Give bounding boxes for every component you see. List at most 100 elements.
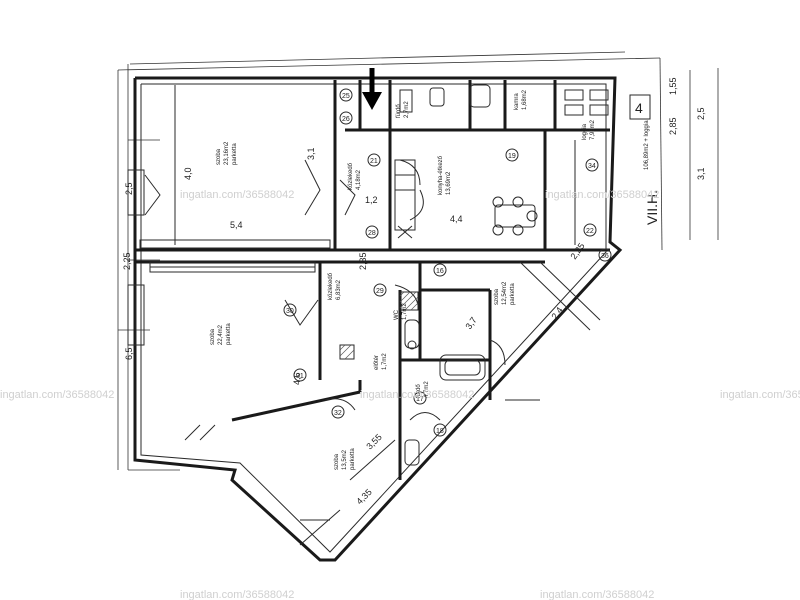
dimension-label: 4,6 <box>292 372 302 385</box>
marker: 25 <box>339 88 353 102</box>
room-area-r10: 1,7m2 <box>382 353 388 370</box>
room-label-r9: WC <box>394 309 400 320</box>
dimension-label: 3,1 <box>306 147 316 160</box>
outer-walls <box>133 76 623 562</box>
room-floor-r11: parketta <box>510 283 516 305</box>
apartment-number-box <box>629 94 651 120</box>
dimension-label: 6,5 <box>124 347 134 360</box>
room-floor-r13: parketta <box>350 448 356 470</box>
outer-dimension-lines <box>117 51 719 471</box>
marker: 34 <box>585 158 599 172</box>
marker-circles: 25 26 21 19 34 28 22 16 36 29 30 31 17 3… <box>283 88 612 437</box>
room-floor-r7: parketta <box>226 323 232 345</box>
watermark: ingatlan.com/36588042 <box>180 589 294 600</box>
apartment-number: 4 <box>635 100 643 116</box>
room-labels: szoba 23,16m2 parketta közlekedő 4,18m2 … <box>210 89 596 470</box>
windows <box>127 85 331 346</box>
dimension-label: 3,1 <box>696 167 706 180</box>
room-label-r3: fürdő <box>396 104 402 118</box>
floor-label: VII.H. <box>644 190 660 225</box>
svg-text:34: 34 <box>588 163 596 170</box>
room-area-r8: 6,83m2 <box>336 279 342 300</box>
marker: 19 <box>505 148 519 162</box>
dimension-label: 1,55 <box>668 77 678 95</box>
room-area-r6: 7,95m2 <box>590 119 596 140</box>
dimension-label: 5,4 <box>230 220 243 230</box>
hatched-shafts <box>339 291 419 360</box>
room-label-r4: kamra <box>514 93 520 110</box>
room-floor-r1: parketta <box>232 143 238 165</box>
room-label-r11: szoba <box>494 288 500 305</box>
room-label-r6: loggia <box>582 123 588 140</box>
dining-table <box>394 159 538 239</box>
room-area-r5: 13,69m2 <box>446 171 452 195</box>
room-label-r1: szoba <box>216 148 222 165</box>
dimension-label: 4,4 <box>450 214 463 224</box>
dimension-label: 2,35 <box>358 252 368 270</box>
room-label-r7: szoba <box>210 328 216 345</box>
door-swings <box>144 159 506 421</box>
marker: 26 <box>339 111 353 125</box>
svg-text:21: 21 <box>370 158 378 165</box>
marker: 29 <box>373 283 387 297</box>
marker: 36 <box>598 248 612 262</box>
watermark: ingatlan.com/36588042 <box>0 389 114 401</box>
marker: 28 <box>365 225 379 239</box>
svg-text:32: 32 <box>334 410 342 417</box>
marker: 22 <box>583 223 597 237</box>
dimension-label: 2,5 <box>696 107 706 120</box>
marker: 21 <box>367 153 381 167</box>
watermark: ingatlan.com/36588042 <box>360 389 474 401</box>
dimension-label: 4,0 <box>183 167 193 180</box>
marker: 16 <box>433 263 447 277</box>
room-label-r2: közlekedő <box>348 162 354 190</box>
dimension-label: 4,35 <box>354 487 373 506</box>
marker: 30 <box>283 303 297 317</box>
watermark: ingatlan.com/36588042 <box>180 189 294 201</box>
marker: 32 <box>331 405 345 419</box>
entrance-arrow <box>362 68 382 110</box>
room-area-r3: 2,7m2 <box>404 101 410 118</box>
room-area-r12: 4,7m2 <box>424 381 430 398</box>
svg-text:18: 18 <box>436 428 444 435</box>
svg-text:36: 36 <box>601 253 609 260</box>
svg-text:29: 29 <box>376 288 384 295</box>
room-label-r12: fürdő <box>416 384 422 398</box>
marker: 18 <box>433 423 447 437</box>
dimension-label: 2,25 <box>122 252 132 270</box>
svg-text:17: 17 <box>416 396 424 403</box>
room-label-r10: előtér <box>374 355 380 370</box>
watermark: ingatlan.com/36588042 <box>545 189 659 201</box>
svg-text:25: 25 <box>342 93 350 100</box>
balcony-note: 106,89m2 + loggia <box>644 120 650 170</box>
watermark: ingatlan.com/36588042 <box>720 389 800 401</box>
room-label-r13: szoba <box>334 453 340 470</box>
room-area-r4: 1,68m2 <box>522 89 528 110</box>
room-label-r5: konyha-étkező <box>438 155 444 195</box>
room-area-r13: 13,5m2 <box>342 449 348 470</box>
dimension-label: 1,2 <box>365 195 378 205</box>
room-area-r11: 12,54m2 <box>502 281 508 305</box>
bathroom-fixtures <box>399 84 491 466</box>
svg-text:19: 19 <box>508 153 516 160</box>
dimension-label: 3,55 <box>364 432 383 451</box>
room-area-r2: 4,18m2 <box>356 169 362 190</box>
dimension-label: 2,5 <box>124 182 134 195</box>
room-area-r1: 23,16m2 <box>224 141 230 165</box>
svg-text:22: 22 <box>586 228 594 235</box>
dimension-label: 2,4 <box>549 305 564 321</box>
room-label-r8: közlekedő <box>328 272 334 300</box>
dimension-label: 2,85 <box>668 117 678 135</box>
diagonal-walls <box>184 261 601 546</box>
svg-text:28: 28 <box>368 230 376 237</box>
watermark: ingatlan.com/36588042 <box>540 589 654 600</box>
marker: 17 <box>413 391 427 405</box>
watermarks: ingatlan.com/36588042 ingatlan.com/36588… <box>0 189 800 600</box>
dimension-label: 3,7 <box>463 315 478 331</box>
svg-text:30: 30 <box>286 308 294 315</box>
svg-text:31: 31 <box>296 373 304 380</box>
svg-text:16: 16 <box>436 268 444 275</box>
loggia-fixtures <box>564 89 609 245</box>
room-area-r7: 22,4m2 <box>218 324 224 345</box>
